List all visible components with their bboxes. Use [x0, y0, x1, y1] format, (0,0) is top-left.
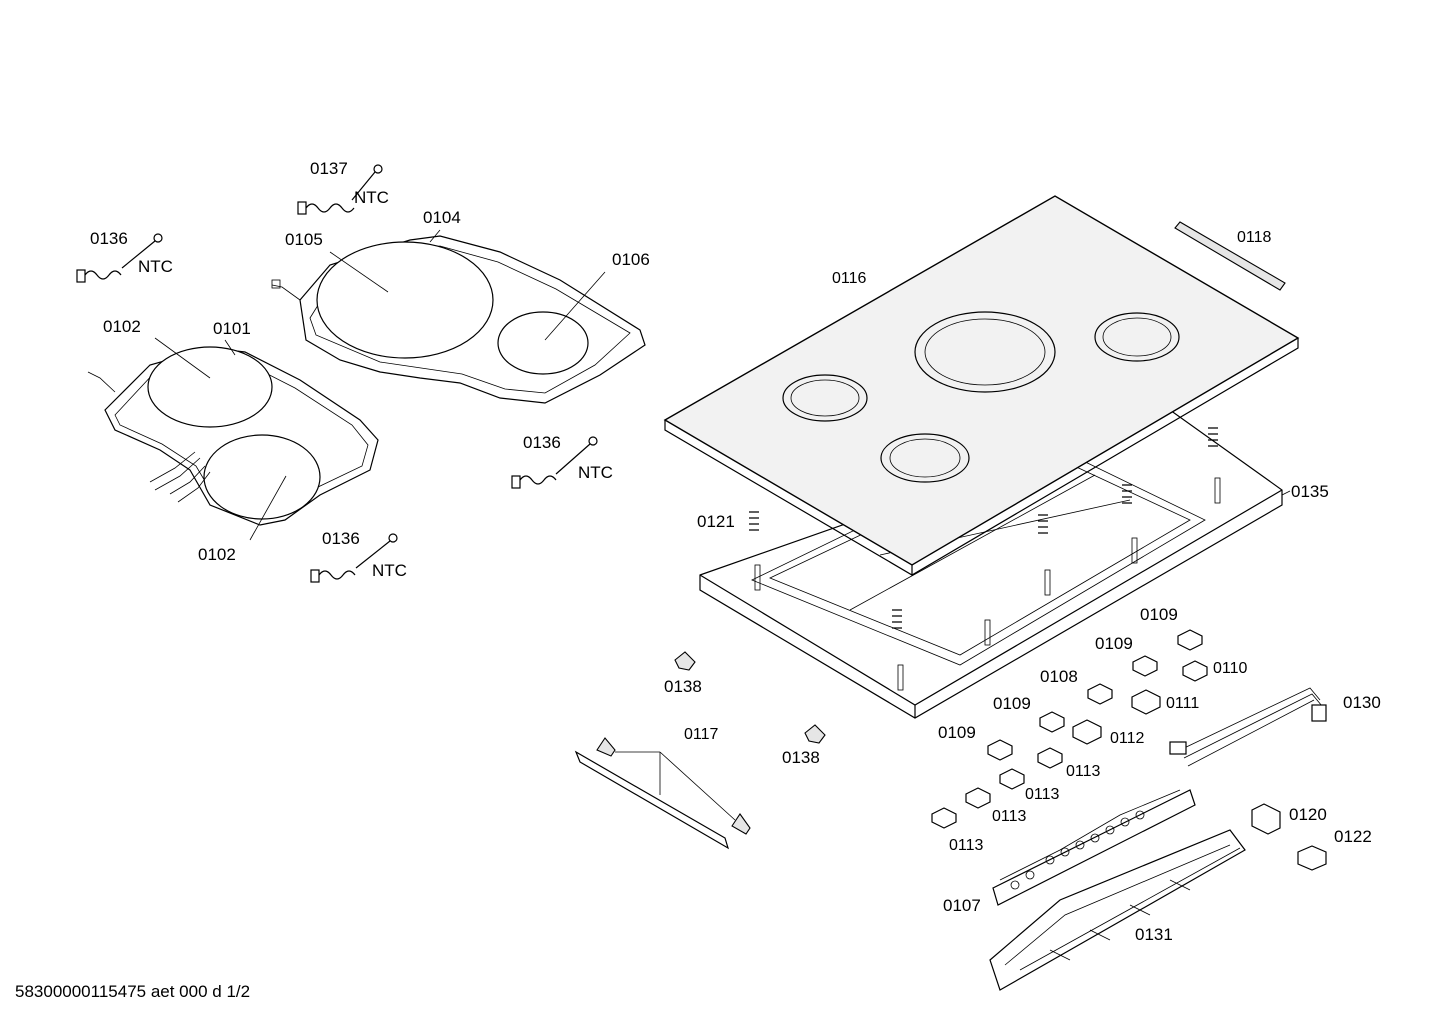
clip-0138-a — [674, 651, 696, 671]
clip-0138-b — [804, 724, 826, 744]
label-ntc-a: NTC — [138, 257, 173, 276]
label-0138-b: 0138 — [782, 748, 820, 767]
glass-top-0116 — [663, 195, 1300, 576]
label-0118: 0118 — [1237, 229, 1272, 246]
label-ntc-c: NTC — [372, 561, 407, 580]
label-0109-b: 0109 — [1095, 634, 1133, 653]
label-0101: 0101 — [213, 319, 251, 338]
label-0113-c: 0113 — [992, 808, 1027, 825]
housing-0131 — [989, 829, 1246, 991]
label-0104: 0104 — [423, 208, 461, 227]
label-ntc-0137: NTC — [354, 188, 389, 207]
label-0136-c: 0136 — [322, 529, 360, 548]
label-0135: 0135 — [1291, 482, 1329, 501]
label-0113-b: 0113 — [1025, 786, 1060, 803]
ntc-sensor-0137 — [297, 164, 383, 215]
bracket-0117 — [574, 737, 751, 850]
label-0113-a: 0113 — [1066, 763, 1101, 780]
label-0102-a: 0102 — [103, 317, 141, 336]
label-0116: 0116 — [832, 270, 867, 287]
ntc-sensor-0136-b — [511, 436, 598, 489]
label-0112: 0112 — [1110, 730, 1145, 747]
control-buttons — [931, 629, 1208, 829]
label-0109-c: 0109 — [993, 694, 1031, 713]
label-0130: 0130 — [1343, 693, 1381, 712]
label-0106: 0106 — [612, 250, 650, 269]
label-0137: 0137 — [310, 159, 348, 178]
label-0121: 0121 — [697, 512, 735, 531]
label-0117: 0117 — [684, 726, 719, 743]
label-0109-d: 0109 — [938, 723, 976, 742]
label-0136-b: 0136 — [523, 433, 561, 452]
springs-0121 — [749, 427, 1218, 629]
label-0105: 0105 — [285, 230, 323, 249]
label-0109-a: 0109 — [1140, 605, 1178, 624]
cable-0130 — [1169, 687, 1327, 767]
part-0120 — [1251, 803, 1281, 835]
ntc-sensor-0136-a — [76, 233, 163, 283]
drawing-reference-number: 58300000115475 aet 000 d 1/2 — [15, 982, 251, 1001]
part-0122 — [1297, 845, 1327, 871]
control-board-0107 — [992, 789, 1196, 906]
label-0111: 0111 — [1166, 695, 1200, 712]
label-0131: 0131 — [1135, 925, 1173, 944]
label-0120: 0120 — [1289, 805, 1327, 824]
label-0122: 0122 — [1334, 827, 1372, 846]
label-0113-d: 0113 — [949, 837, 984, 854]
heater-plate-0101 — [87, 346, 379, 526]
ntc-sensor-0136-c — [310, 533, 398, 583]
label-0136-a: 0136 — [90, 229, 128, 248]
heater-plate-0104 — [271, 235, 646, 404]
label-0108: 0108 — [1040, 667, 1078, 686]
label-0138-a: 0138 — [664, 677, 702, 696]
label-0107: 0107 — [943, 896, 981, 915]
label-ntc-b: NTC — [578, 463, 613, 482]
label-0102-b: 0102 — [198, 545, 236, 564]
label-0110: 0110 — [1213, 660, 1248, 677]
seal-strip-0118 — [1174, 221, 1286, 291]
